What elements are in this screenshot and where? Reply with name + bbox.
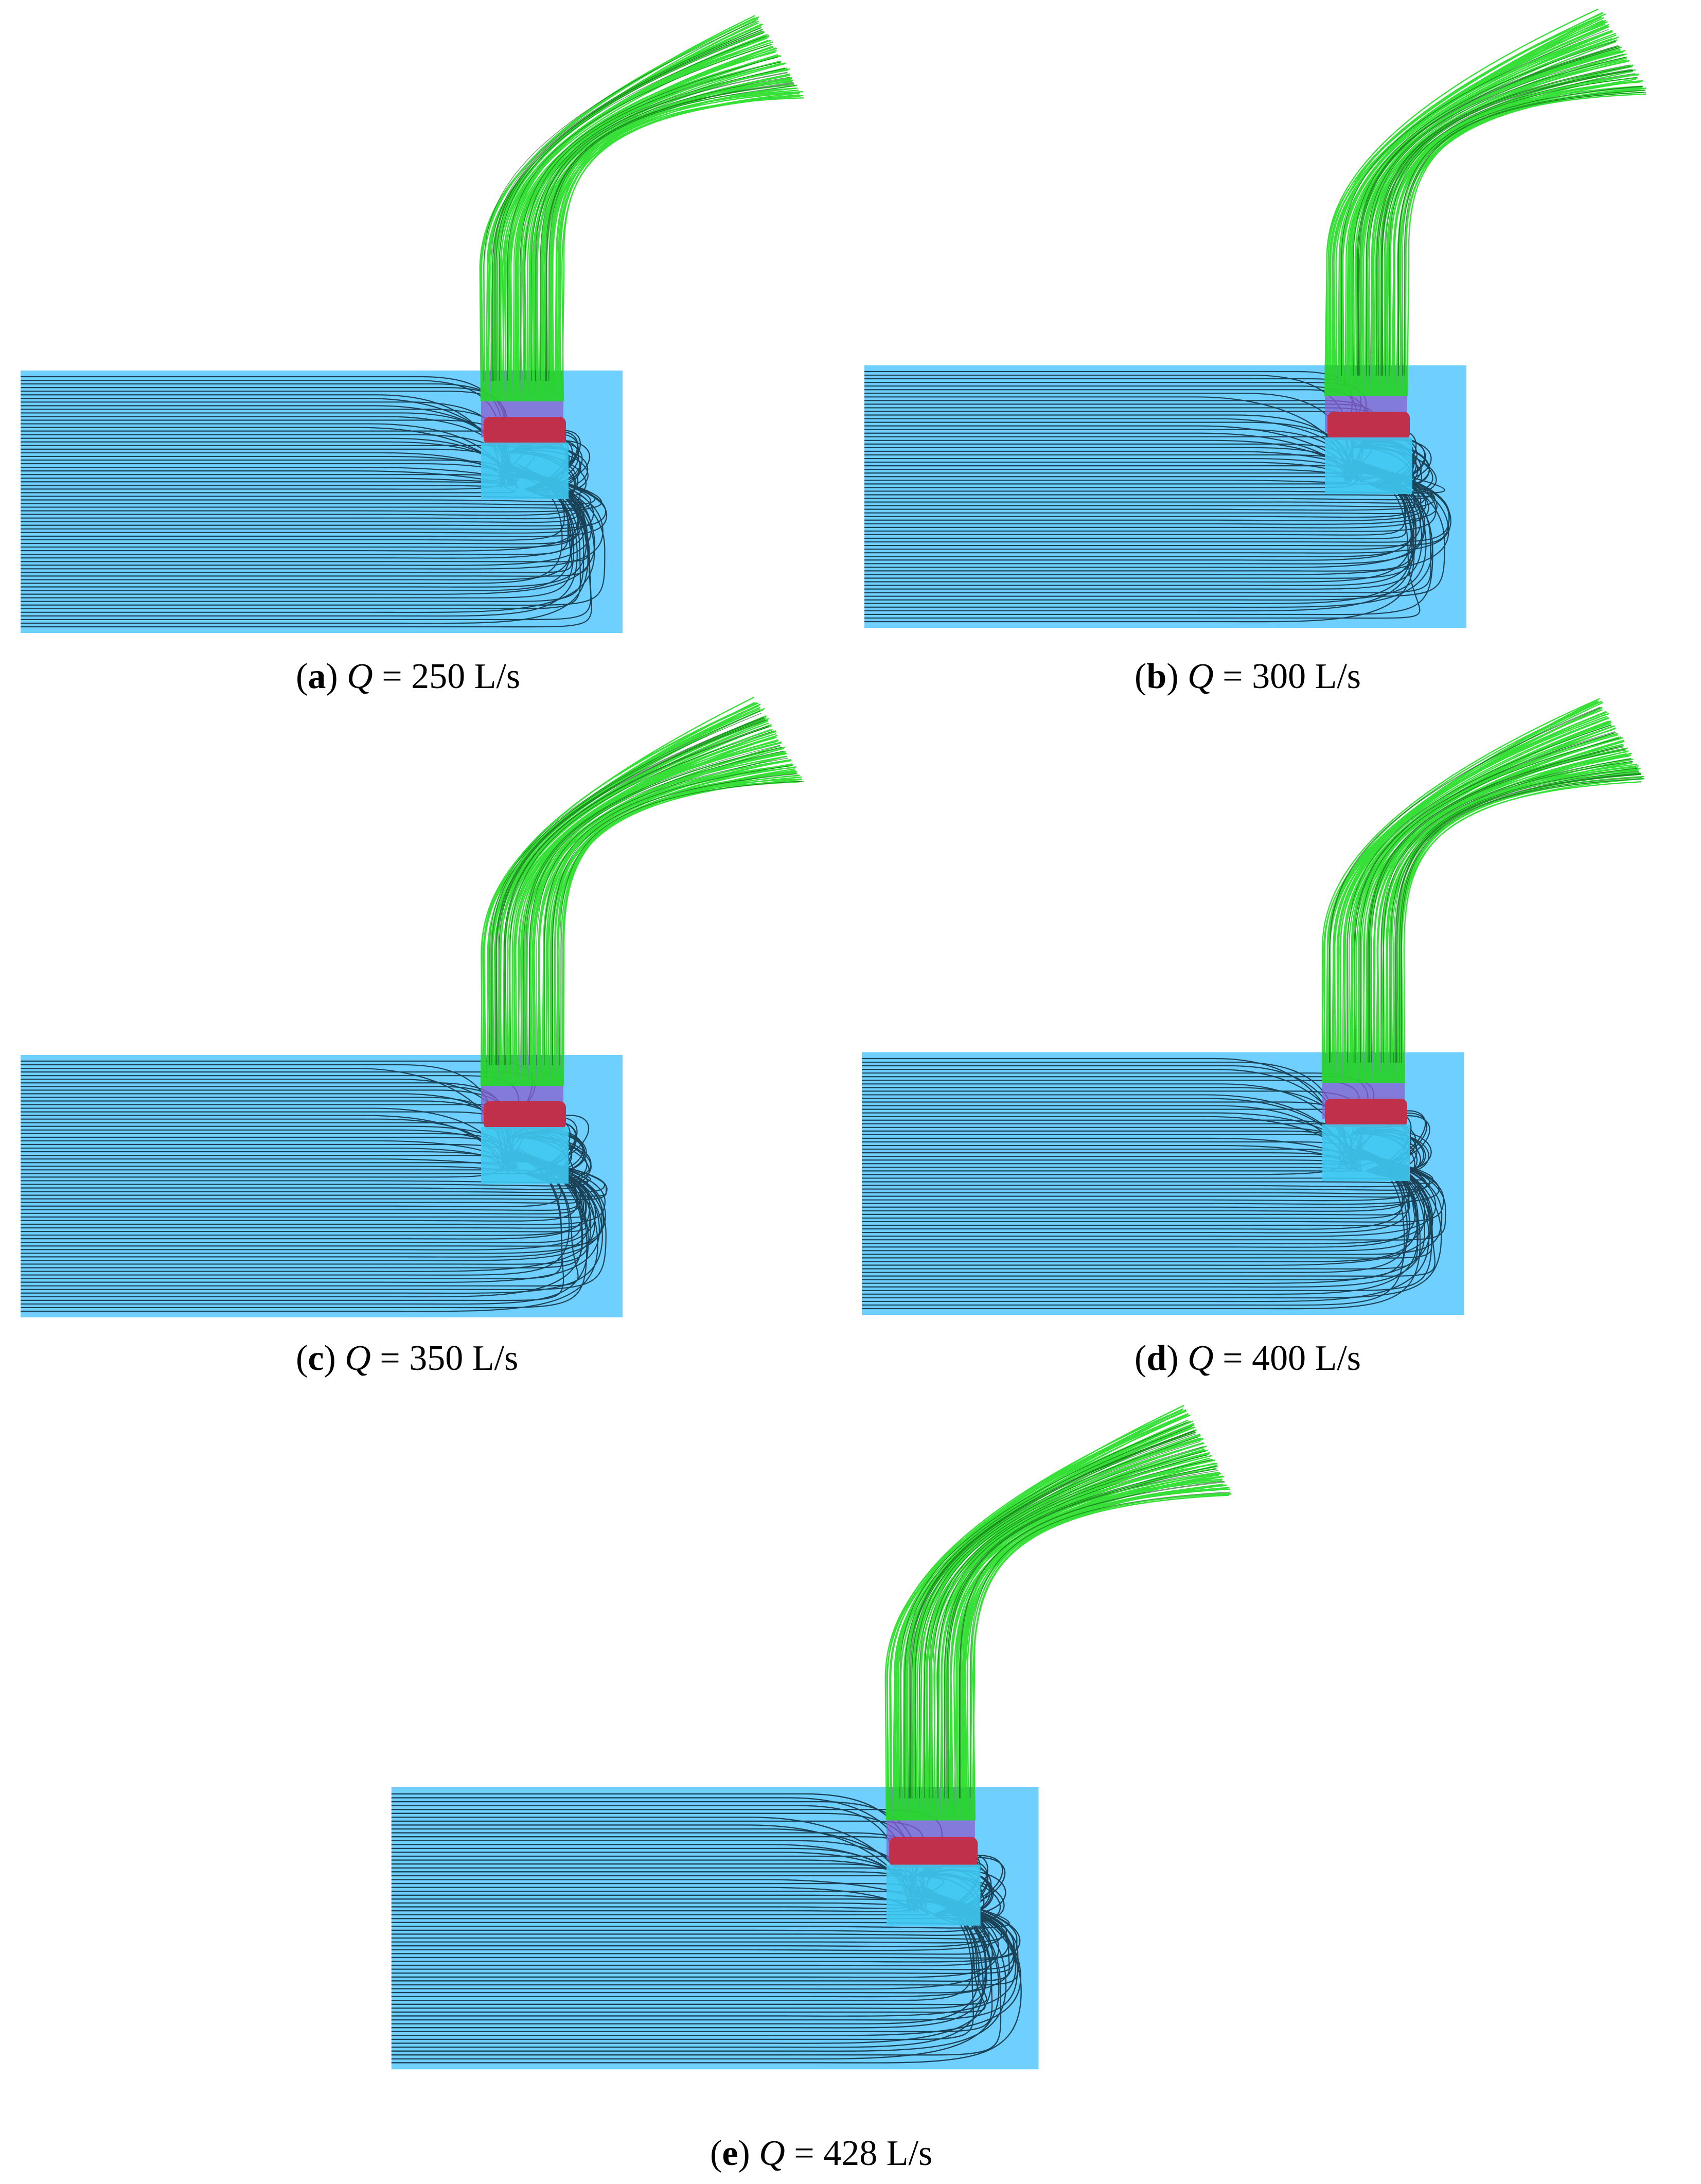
pipe-streamlines-dark: [1341, 29, 1646, 376]
caption-letter: d: [1146, 1338, 1167, 1378]
panel-d: (d) Q = 400 L/s: [857, 692, 1680, 1387]
intake-flow-zone: [1322, 1124, 1410, 1181]
intake-flow-zone: [1325, 437, 1412, 494]
caption-b: (b) Q = 300 L/s: [1135, 657, 1361, 696]
caption-value: = 350 L/s: [380, 1338, 519, 1378]
panel-e: (e) Q = 428 L/s: [386, 1400, 1271, 2177]
streamline-render-b: [864, 8, 1646, 628]
intake-flow-zone: [481, 1127, 569, 1184]
pipe-streamlines-dark: [899, 1421, 1231, 1799]
panel-b: (b) Q = 300 L/s: [859, 5, 1682, 700]
impeller: [484, 417, 566, 445]
pipe-streamlines-dark: [483, 20, 796, 381]
impeller: [889, 1837, 978, 1868]
streamline-render-a: [21, 15, 804, 633]
panel-a: (a) Q = 250 L/s: [15, 10, 839, 705]
caption-value: = 428 L/s: [794, 2134, 933, 2173]
caption-letter: a: [308, 657, 326, 696]
caption-symbol: Q: [1188, 657, 1214, 696]
streamline-render-d: [862, 698, 1645, 1315]
streamline-render-e: [391, 1404, 1232, 2070]
caption-a: (a) Q = 250 L/s: [296, 657, 521, 696]
caption-c: (c) Q = 350 L/s: [296, 1338, 519, 1378]
impeller: [1327, 412, 1410, 440]
impeller: [1325, 1099, 1407, 1127]
caption-value: = 250 L/s: [382, 657, 521, 696]
pipe-streamlines: [1321, 698, 1645, 1084]
caption-value: = 400 L/s: [1222, 1338, 1361, 1378]
impeller: [484, 1101, 566, 1130]
pipe-streamlines: [479, 15, 804, 402]
streamline-render-c: [21, 696, 804, 1317]
pipe-streamlines: [1324, 8, 1646, 397]
panel-c: (c) Q = 350 L/s: [15, 695, 839, 1389]
caption-value: = 300 L/s: [1222, 657, 1361, 696]
caption-d: (d) Q = 400 L/s: [1135, 1338, 1361, 1378]
pipe-streamlines-dark: [1329, 707, 1644, 1063]
caption-letter: c: [308, 1338, 324, 1378]
caption-letter: e: [722, 2134, 738, 2173]
intake-flow-zone: [481, 443, 569, 499]
intake-flow-zone: [886, 1864, 981, 1926]
caption-symbol: Q: [759, 2134, 785, 2173]
caption-letter: b: [1146, 657, 1167, 696]
caption-e: (e) Q = 428 L/s: [710, 2134, 933, 2173]
caption-symbol: Q: [345, 1338, 371, 1378]
caption-symbol: Q: [1188, 1338, 1214, 1378]
caption-symbol: Q: [347, 657, 373, 696]
pipe-streamlines-dark: [489, 711, 802, 1065]
